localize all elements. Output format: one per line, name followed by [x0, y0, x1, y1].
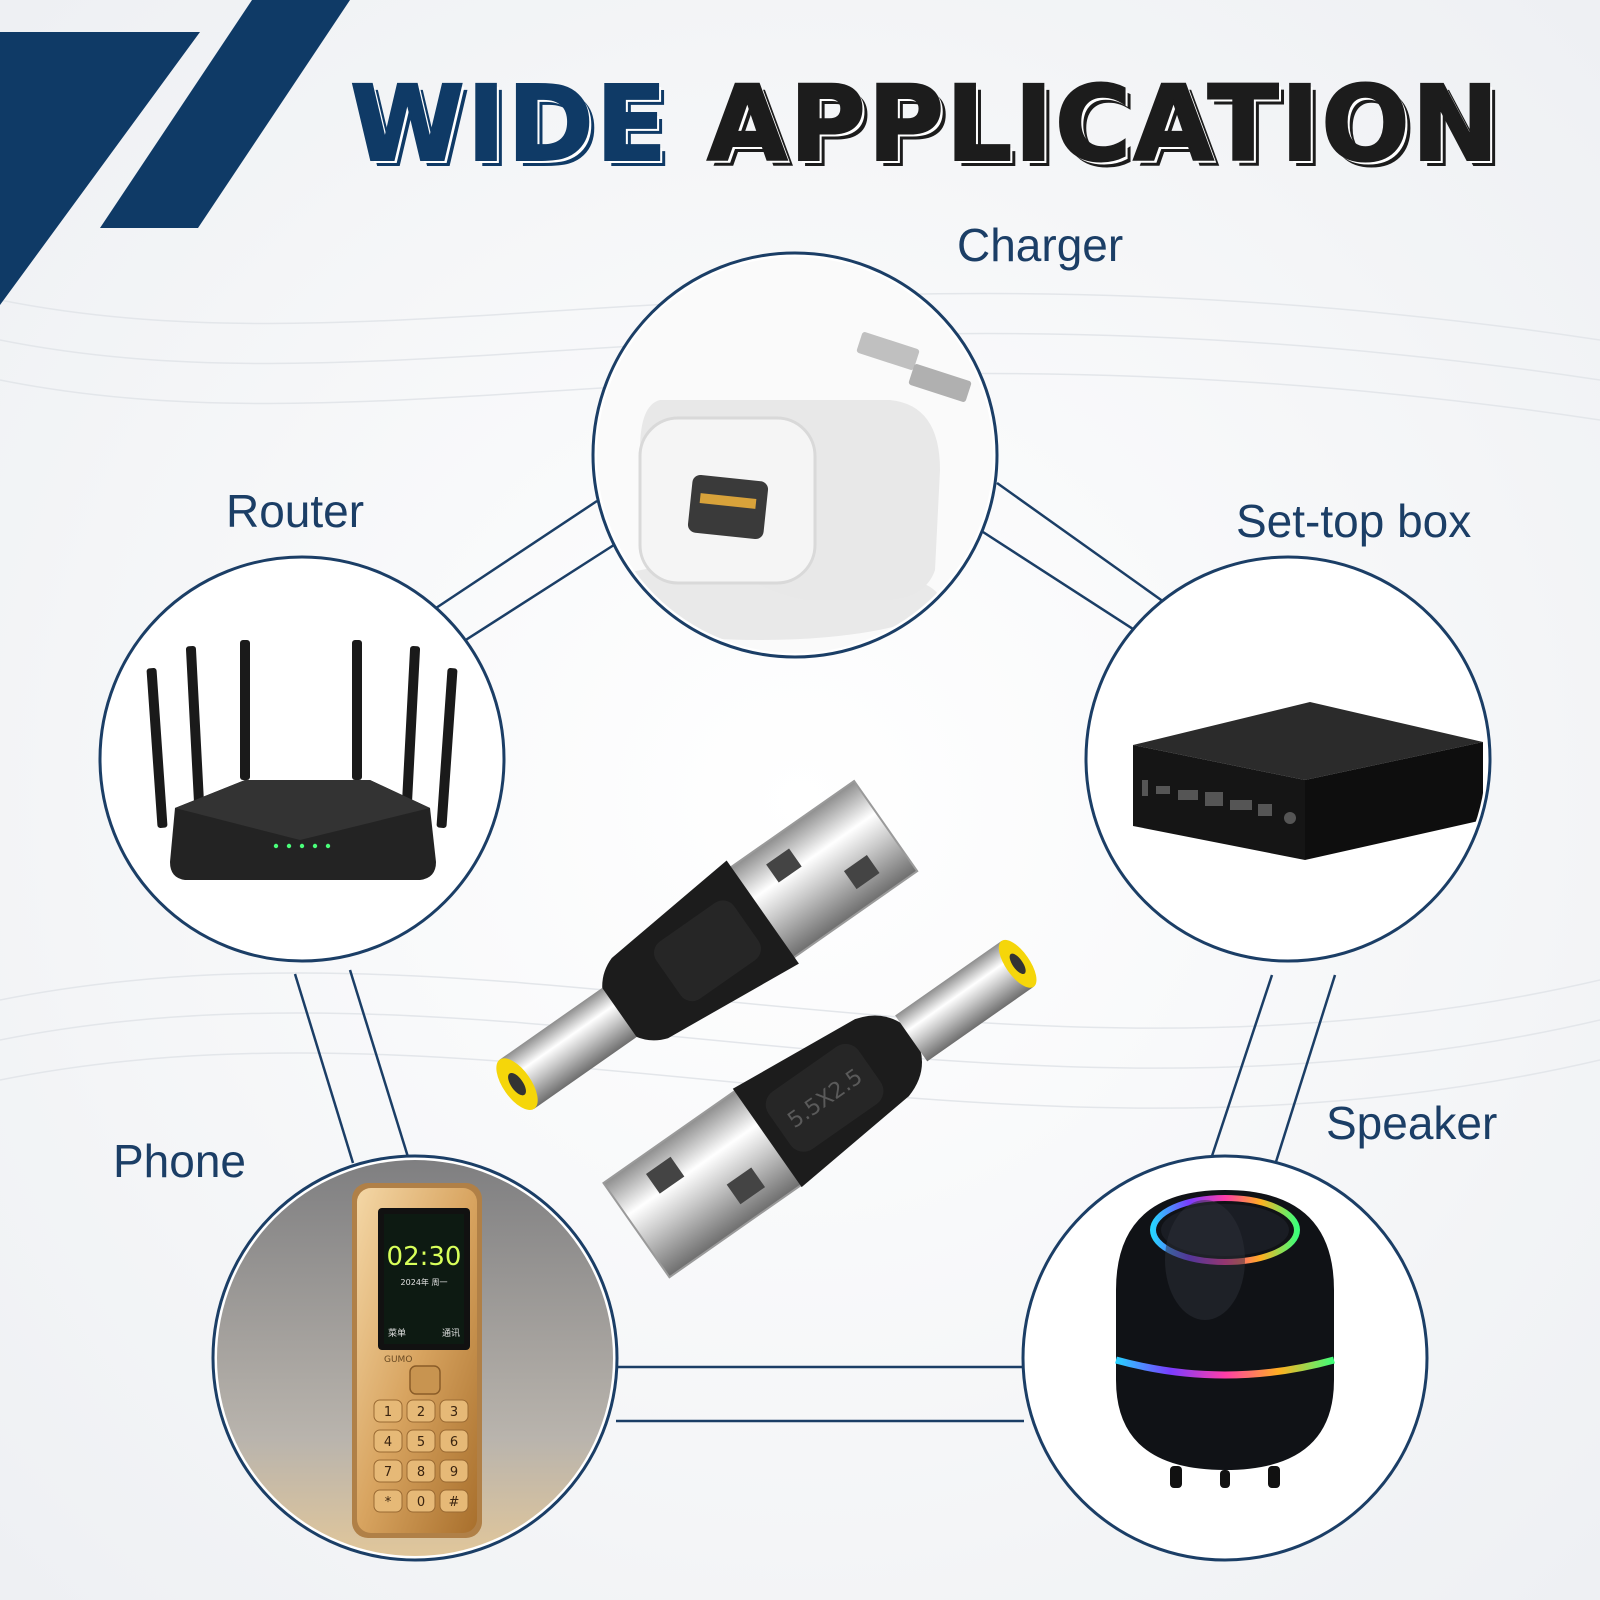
phone-time: 02:30: [387, 1242, 462, 1272]
phone-circle: 02:30 2024年 周一 菜单 通讯 GUMO 1 2 3 4 5 6 7 8 9 * 0 #: [211, 1154, 619, 1562]
phone-key-label: 1: [384, 1405, 392, 1420]
phone-key-label: 3: [450, 1405, 458, 1420]
phone-key: [406, 1489, 436, 1513]
phone-key-label: 8: [417, 1465, 425, 1480]
corner-stripes-decoration: [0, 0, 350, 305]
phone-key-label: 9: [450, 1465, 458, 1480]
phone-brand: GUMO: [384, 1355, 412, 1365]
phone-key-label: 5: [417, 1435, 425, 1450]
label-charger: Charger: [957, 219, 1124, 271]
phone-softkey-right: 通讯: [442, 1328, 460, 1339]
phone-key: [439, 1429, 469, 1453]
phone-key: [439, 1459, 469, 1483]
smart-speaker-icon: [1027, 1160, 1423, 1556]
usb-to-dc-adapter-front: 5.5X2.5: [602, 939, 1037, 1279]
phone-key-label: #: [449, 1495, 460, 1510]
usb-to-dc-adapter-back: [496, 779, 919, 1110]
phone-softkey-left: 菜单: [388, 1327, 406, 1339]
label-phone: Phone: [113, 1135, 247, 1187]
phone-keypad: 1 2 3 4 5 6 7 8 9 * 0 #: [373, 1399, 469, 1513]
phone-key: [373, 1489, 403, 1513]
phone-key-label: 6: [450, 1435, 458, 1450]
title-word-application: APPLICATION: [706, 63, 1501, 185]
title-word-wide: WIDE: [349, 63, 669, 185]
phone-key: [373, 1399, 403, 1423]
phone-key-label: 4: [384, 1435, 392, 1450]
speaker-circle: [1021, 1154, 1429, 1562]
phone-key: [373, 1429, 403, 1453]
settop-circle: [1084, 555, 1492, 963]
phone-key: [439, 1489, 469, 1513]
phone-key-label: 2: [417, 1405, 425, 1420]
charger-circle: [591, 251, 999, 659]
page-title: WIDE APPLICATION: [349, 71, 1501, 177]
feature-phone-icon: 02:30 2024年 周一 菜单 通讯 GUMO 1 2 3 4 5 6 7 8 9 * 0 #: [217, 1160, 613, 1556]
phone-key-label: 7: [384, 1465, 392, 1480]
label-speaker: Speaker: [1326, 1097, 1498, 1149]
phone-key-label: 0: [417, 1495, 425, 1510]
phone-key: [406, 1429, 436, 1453]
set-top-box-icon: [1090, 561, 1486, 957]
phone-key: [373, 1459, 403, 1483]
wifi-router-icon: [104, 561, 500, 957]
router-circle: [98, 555, 506, 963]
phone-key: [406, 1459, 436, 1483]
connector-lines: [293, 481, 1337, 1423]
phone-key: [439, 1399, 469, 1423]
phone-key: [406, 1399, 436, 1423]
phone-date: 2024年 周一: [401, 1277, 448, 1287]
phone-key-label: *: [385, 1495, 392, 1510]
label-settop-box: Set-top box: [1236, 495, 1472, 547]
usb-wall-charger-icon: [597, 257, 993, 653]
label-router: Router: [226, 485, 365, 537]
